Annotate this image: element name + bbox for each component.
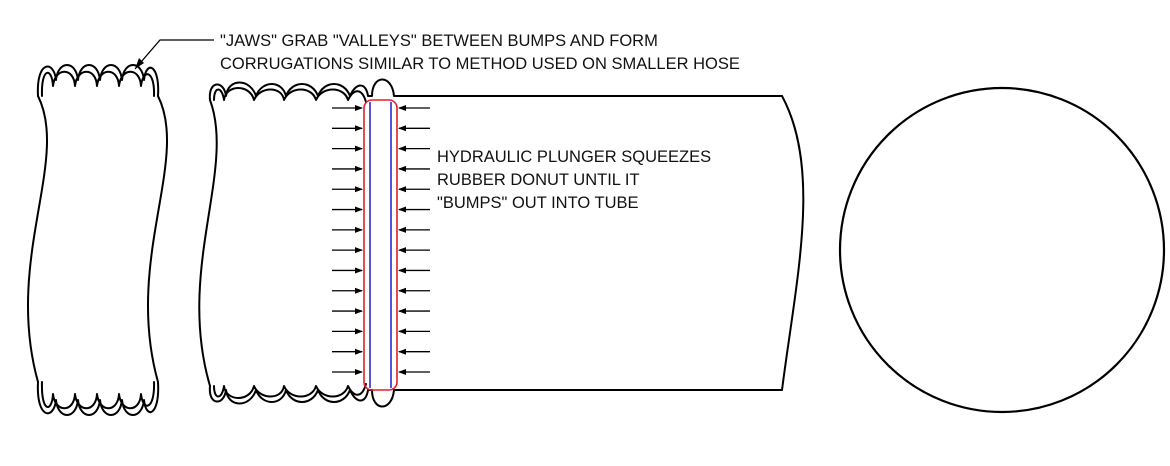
pressure-arrowhead-right bbox=[398, 145, 406, 152]
left-break-line bbox=[26, 95, 48, 383]
plunger-note: HYDRAULIC PLUNGER SQUEEZES RUBBER DONUT … bbox=[437, 148, 711, 212]
pressure-arrowhead-right bbox=[398, 206, 406, 213]
pressure-arrowhead-left bbox=[355, 125, 363, 132]
pressure-arrowhead-right bbox=[398, 226, 406, 233]
pressure-arrowhead-right bbox=[398, 186, 406, 193]
pressure-arrowhead-left bbox=[355, 105, 363, 111]
tube-right-break-line bbox=[781, 95, 805, 391]
jaws-note-line-1: "JAWS" GRAB "VALLEYS" BETWEEN BUMPS AND … bbox=[220, 32, 658, 50]
pressure-arrowhead-right bbox=[398, 308, 406, 315]
pressure-arrowhead-left bbox=[355, 308, 363, 315]
tube-bottom-inner bbox=[213, 383, 367, 399]
pressure-arrowhead-right bbox=[398, 247, 406, 254]
tube-top-inner bbox=[213, 87, 367, 103]
jaws-leader-line bbox=[134, 39, 214, 70]
pressure-arrowhead-right bbox=[398, 287, 406, 294]
bottom-corrugation-outer bbox=[36, 381, 160, 416]
rubber-donut-assembly bbox=[363, 99, 398, 391]
pressure-arrowhead-left bbox=[355, 165, 363, 172]
top-corrugation-inner bbox=[40, 70, 156, 97]
pressure-arrows-left bbox=[332, 105, 363, 375]
pressure-arrowhead-left bbox=[355, 226, 363, 233]
pressure-arrowhead-left bbox=[355, 348, 363, 355]
tube-top-edge bbox=[208, 78, 783, 101]
pressure-arrowhead-left bbox=[355, 186, 363, 193]
corrugated-hose-section bbox=[26, 64, 168, 416]
tube-left-break-line bbox=[198, 99, 218, 387]
plunger-note-line-1: HYDRAULIC PLUNGER SQUEEZES bbox=[437, 148, 711, 166]
plunger-note-line-2: RUBBER DONUT UNTIL IT bbox=[437, 171, 640, 189]
pressure-arrowhead-right bbox=[398, 328, 406, 335]
pressure-arrows-right bbox=[398, 105, 430, 375]
tube-section bbox=[198, 78, 805, 408]
pressure-arrowhead-left bbox=[355, 369, 363, 375]
pressure-arrowhead-right bbox=[398, 369, 406, 375]
jaws-note-line-2: CORRUGATIONS SIMILAR TO METHOD USED ON S… bbox=[220, 55, 740, 73]
pressure-arrowhead-right bbox=[398, 125, 406, 132]
pressure-arrowhead-left bbox=[355, 328, 363, 335]
pressure-arrowhead-left bbox=[355, 206, 363, 213]
pressure-arrowhead-left bbox=[355, 145, 363, 152]
rubber-donut-outline bbox=[363, 99, 398, 391]
pressure-arrowhead-right bbox=[398, 348, 406, 355]
jaws-note: "JAWS" GRAB "VALLEYS" BETWEEN BUMPS AND … bbox=[134, 32, 740, 73]
tube-cross-section bbox=[838, 86, 1166, 414]
pressure-arrowhead-right bbox=[398, 105, 406, 111]
bottom-corrugation-inner bbox=[40, 381, 156, 410]
plunger-note-line-3: "BUMPS" OUT INTO TUBE bbox=[437, 194, 639, 212]
pressure-arrowhead-left bbox=[355, 267, 363, 274]
pressure-arrowhead-left bbox=[355, 247, 363, 254]
pressure-arrowhead-right bbox=[398, 267, 406, 274]
top-corrugation-outer bbox=[36, 64, 160, 97]
pressure-arrowhead-right bbox=[398, 165, 406, 172]
pressure-arrowhead-left bbox=[355, 287, 363, 294]
right-break-line bbox=[146, 95, 168, 383]
